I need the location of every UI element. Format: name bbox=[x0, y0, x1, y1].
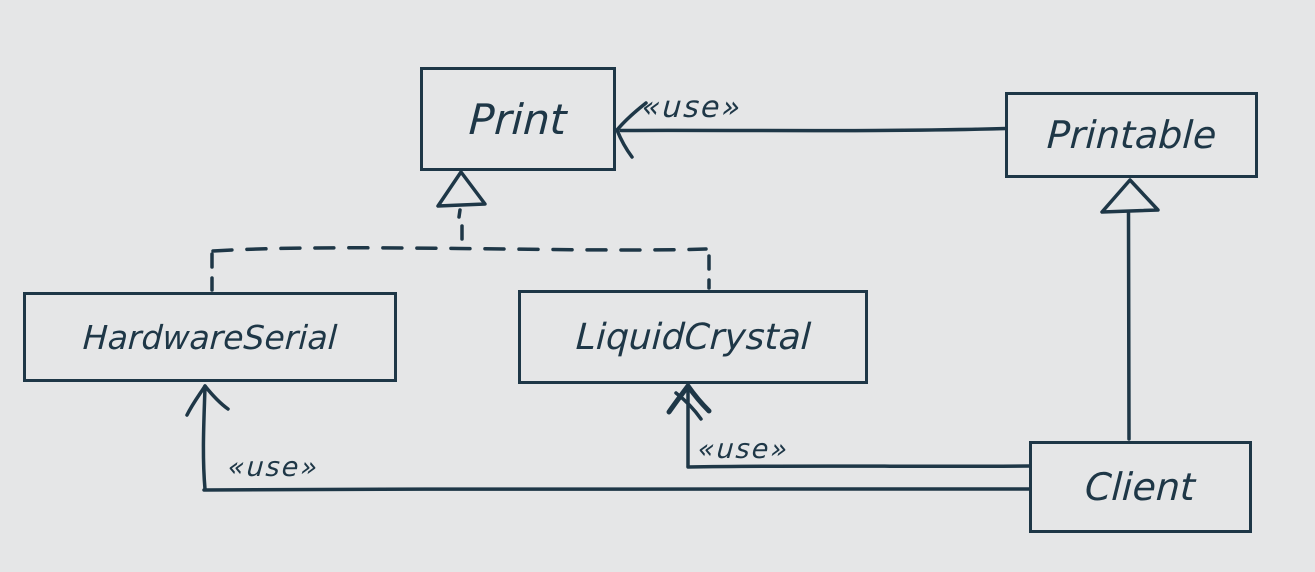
use-arrow-printable-to-print bbox=[615, 101, 1008, 159]
use-stereotype-client-to-hardware-serial: «use» bbox=[226, 452, 321, 483]
use-stereotype-client-to-liquid-crystal: «use» bbox=[696, 434, 791, 465]
use-stereotype-printable-to-print: «use» bbox=[640, 90, 744, 125]
generalization-triangle-print bbox=[436, 170, 487, 219]
class-box-liquid-crystal: LiquidCrystal bbox=[518, 290, 868, 384]
class-box-print: Print bbox=[420, 67, 616, 171]
class-name-print: Print bbox=[468, 94, 568, 144]
class-box-client: Client bbox=[1029, 441, 1252, 533]
class-name-hardware-serial: HardwareSerial bbox=[81, 317, 339, 357]
class-name-printable: Printable bbox=[1045, 113, 1218, 157]
generalization-arrow-client-to-printable bbox=[1100, 178, 1160, 441]
dashed-realization-lines bbox=[210, 224, 711, 292]
class-name-client: Client bbox=[1084, 465, 1197, 509]
use-arrow-client-to-hardware-serial bbox=[185, 384, 1031, 492]
class-box-hardware-serial: HardwareSerial bbox=[23, 292, 397, 382]
use-arrow-client-to-liquid-crystal bbox=[666, 383, 1031, 469]
class-name-liquid-crystal: LiquidCrystal bbox=[574, 316, 812, 358]
class-box-printable: Printable bbox=[1005, 92, 1258, 178]
